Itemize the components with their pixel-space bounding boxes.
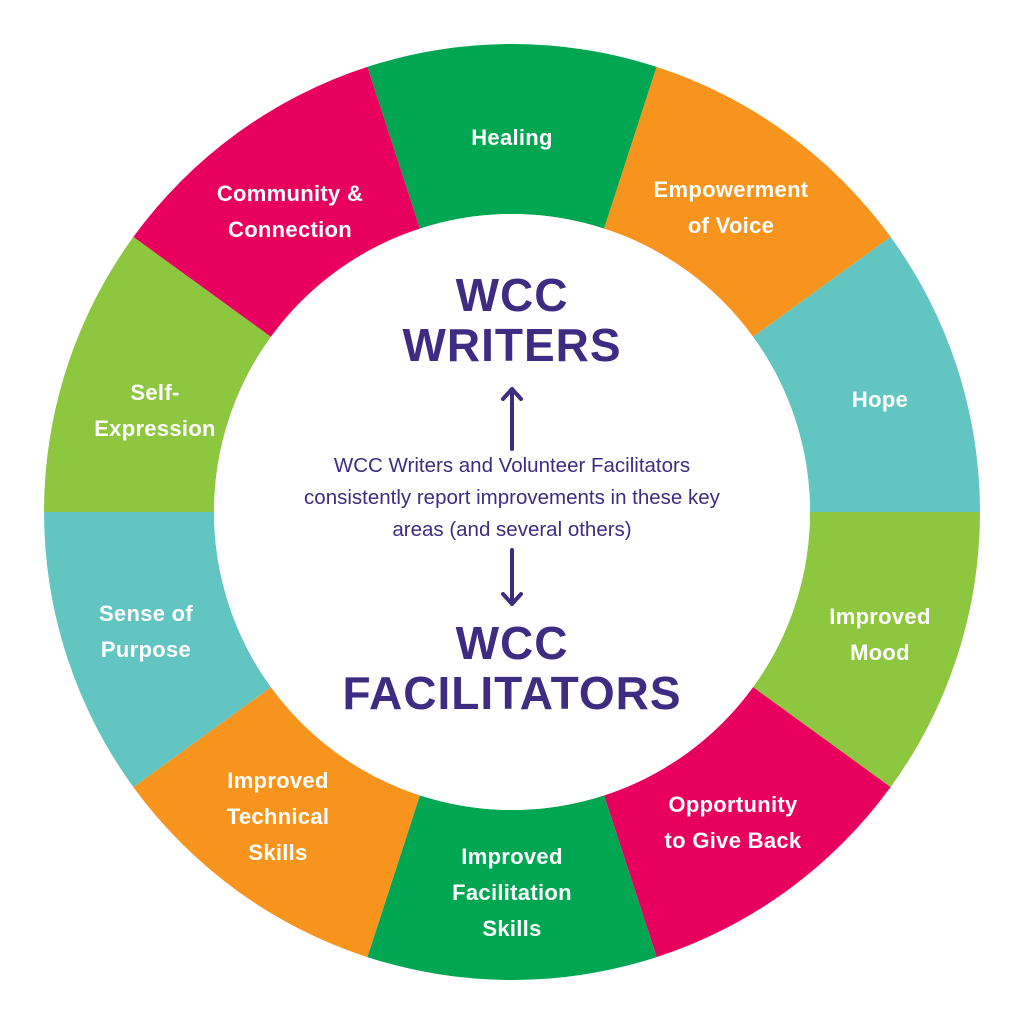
title-line: WRITERS xyxy=(402,319,622,371)
description-line: consistently report improvements in thes… xyxy=(304,486,720,509)
ring-segment xyxy=(753,236,980,512)
label-line: to Give Back xyxy=(664,828,802,853)
ring-segment xyxy=(43,512,271,788)
label-line: Sense of xyxy=(98,601,194,626)
label-line: Opportunity xyxy=(668,792,798,817)
label-line: Healing xyxy=(471,125,553,150)
ring-segment xyxy=(133,66,420,337)
label-line: of Voice xyxy=(687,213,775,238)
title-line: WCC xyxy=(455,617,569,669)
facilitators-title: WCC FACILITATORS xyxy=(0,618,1024,718)
writers-title: WCC WRITERS xyxy=(0,270,1024,370)
segment-label-opportunity: Opportunity to Give Back xyxy=(665,787,802,859)
label-line: Hope xyxy=(851,387,909,412)
arrow-down-icon xyxy=(501,548,523,606)
ring-segment xyxy=(133,687,420,958)
label-line: Skills xyxy=(482,916,542,941)
label-line: Improved xyxy=(227,768,329,793)
label-line: Improved xyxy=(829,604,931,629)
segment-label-sense-of-purpose: Sense of Purpose xyxy=(99,596,193,668)
label-line: Purpose xyxy=(100,637,192,662)
ring-segment xyxy=(44,236,271,512)
ring-segment xyxy=(367,795,657,980)
title-line: WCC xyxy=(455,269,569,321)
label-line: Technical xyxy=(226,804,330,829)
label-line: Community & xyxy=(216,181,364,206)
ring-segment xyxy=(367,44,657,229)
segment-label-hope: Hope xyxy=(852,382,908,418)
title-line: FACILITATORS xyxy=(342,667,682,719)
description-line: WCC Writers and Volunteer Facilitators xyxy=(333,454,691,477)
label-line: Empowerment xyxy=(653,177,809,202)
description-line: areas (and several others) xyxy=(392,518,632,541)
ring-segment xyxy=(604,687,891,958)
center-description: WCC Writers and Volunteer Facilitators c… xyxy=(0,450,1024,546)
label-line: Expression xyxy=(94,416,216,441)
segment-label-self-expression: Self- Expression xyxy=(94,375,216,447)
arrow-up-icon xyxy=(501,387,523,451)
center-circle xyxy=(214,214,810,810)
segment-label-community: Community & Connection xyxy=(217,176,363,248)
segment-label-empowerment: Empowerment of Voice xyxy=(654,172,809,244)
ring-segment xyxy=(753,512,980,788)
ring-segment xyxy=(604,66,891,337)
label-line: Facilitation xyxy=(452,880,572,905)
label-line: Self- xyxy=(130,380,180,405)
label-line: Improved xyxy=(461,844,563,869)
label-line: Connection xyxy=(228,217,352,242)
label-line: Mood xyxy=(850,640,910,665)
segment-label-healing: Healing xyxy=(471,120,553,156)
label-line: Skills xyxy=(248,840,308,865)
